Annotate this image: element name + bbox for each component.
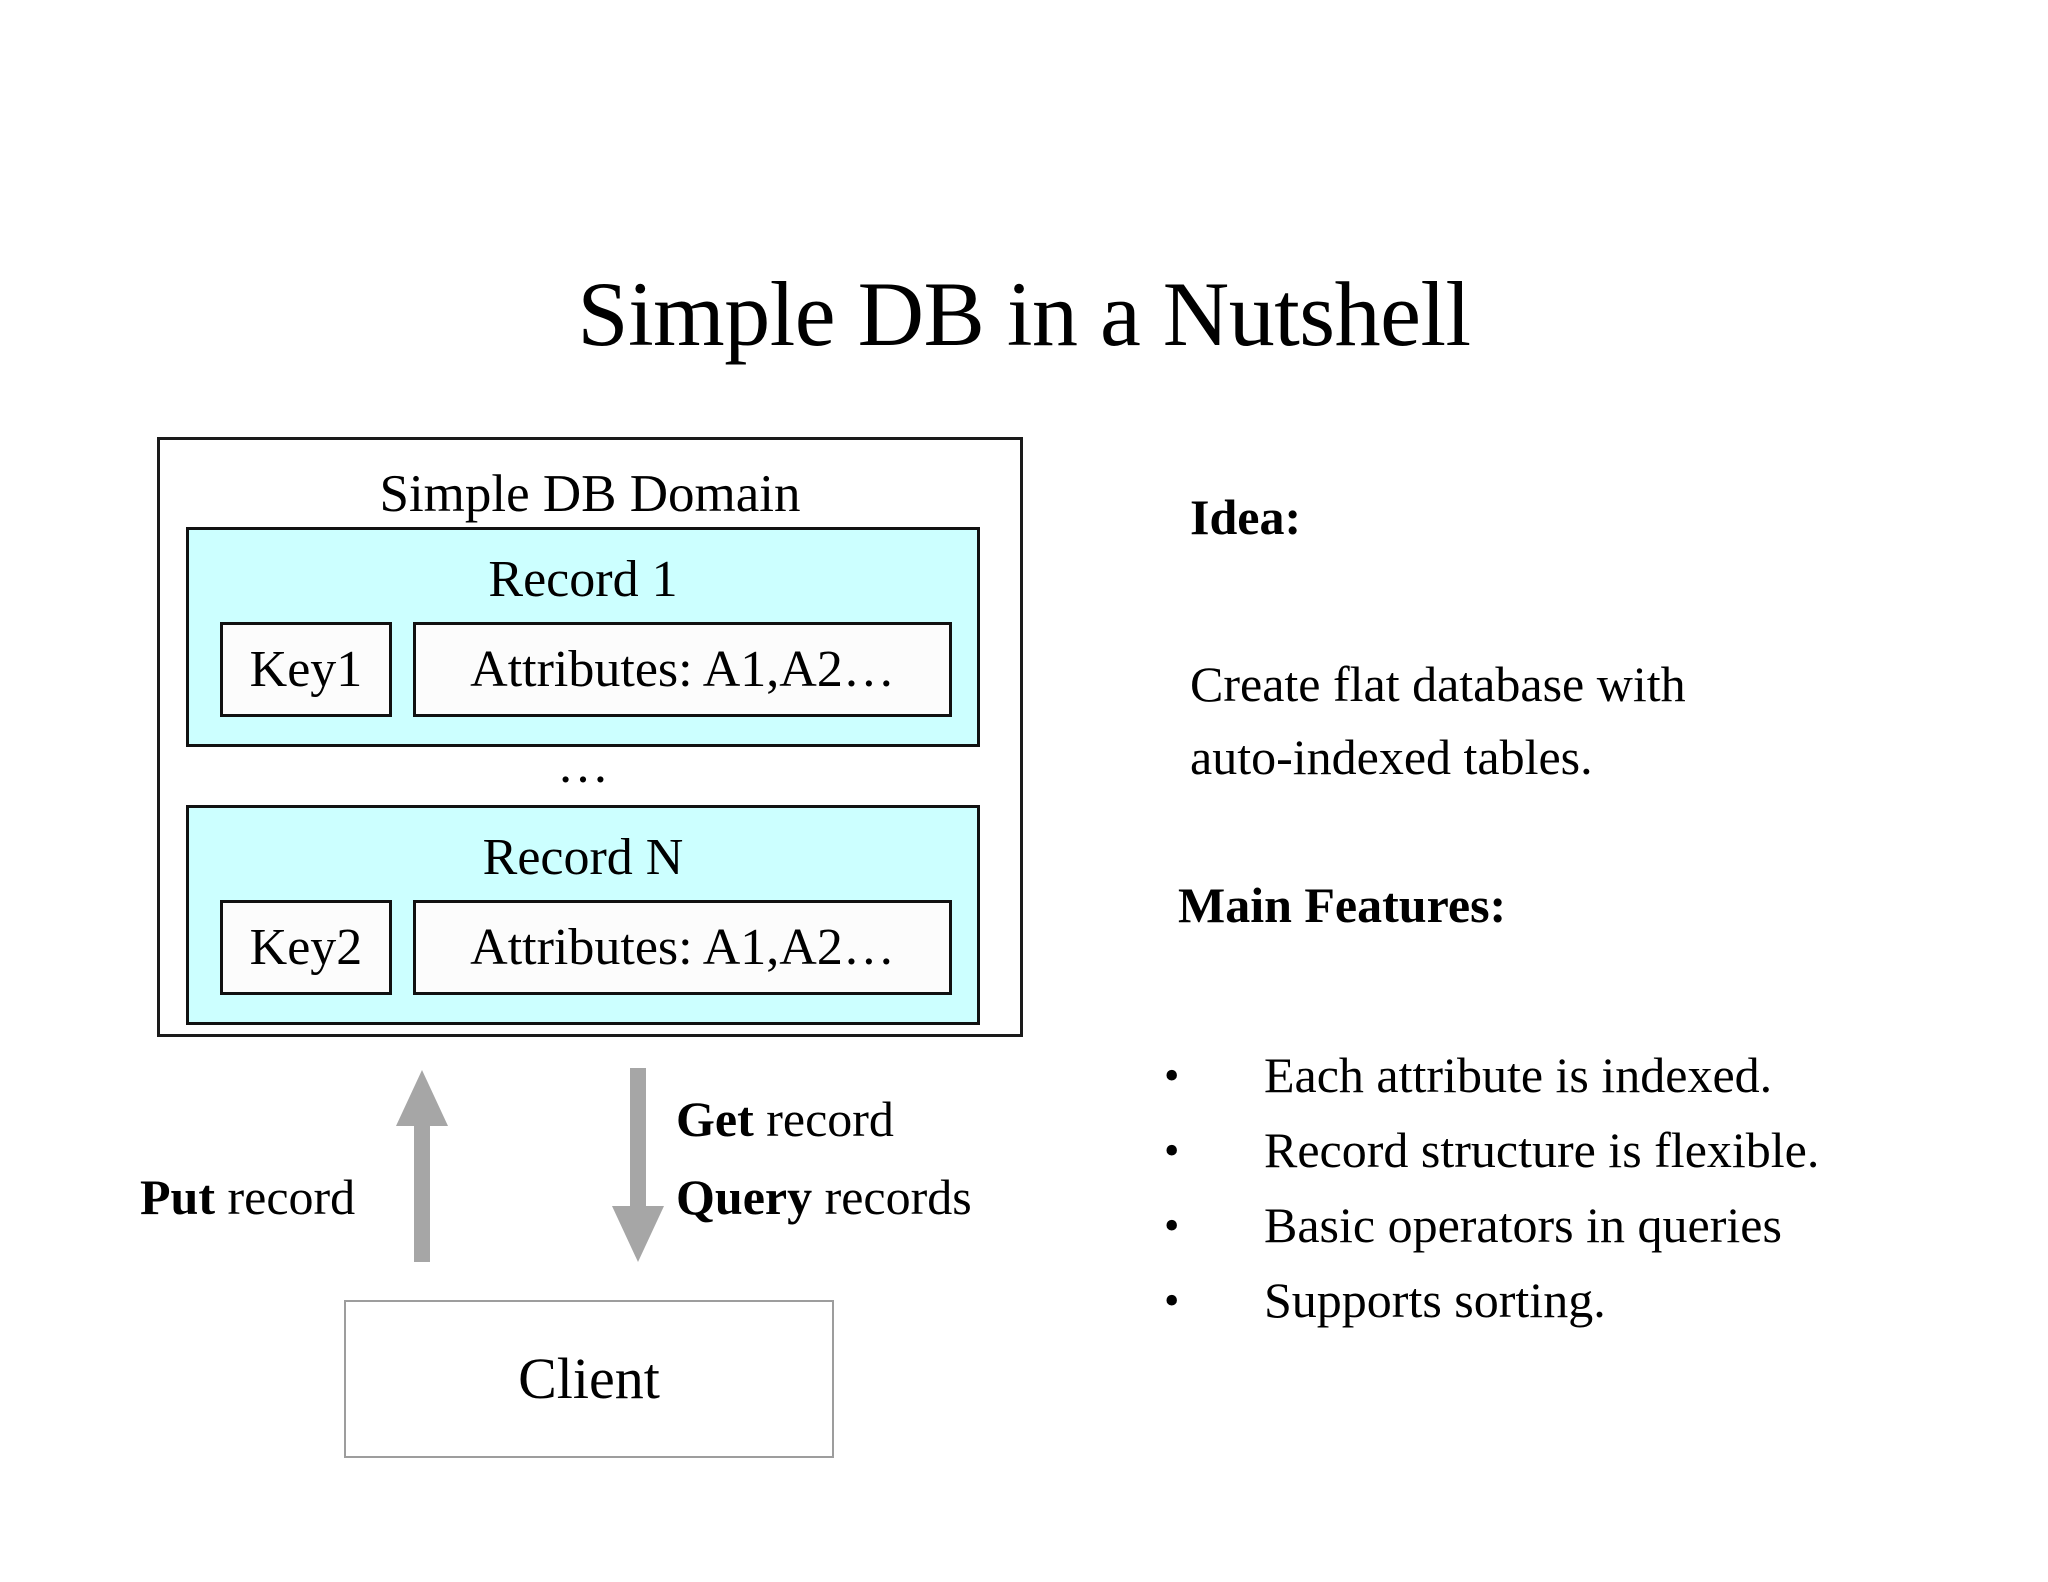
get-keyword: Get xyxy=(676,1091,754,1147)
record-title-1: Record 1 xyxy=(488,551,678,608)
idea-line-2: auto-indexed tables. xyxy=(1190,729,1593,785)
put-arrow-up-icon xyxy=(396,1070,448,1262)
record-key-box-n: Key2 xyxy=(220,900,392,995)
records-ellipsis: … xyxy=(557,737,609,794)
feature-text-1: Each attribute is indexed. xyxy=(1264,1047,1773,1103)
bullet-icon: • xyxy=(1164,1276,1180,1325)
record-key-box-1: Key1 xyxy=(220,622,392,717)
bullet-icon: • xyxy=(1164,1201,1180,1250)
record-box-1: Record 1 Key1 Attributes: A1,A2… xyxy=(186,527,980,747)
record-attributes-label-n: Attributes: A1,A2… xyxy=(470,918,895,976)
list-item: • Each attribute is indexed. xyxy=(1164,1038,1994,1113)
record-key-label-n: Key2 xyxy=(249,918,363,976)
get-record-rest: record xyxy=(753,1091,894,1147)
client-label: Client xyxy=(518,1346,660,1411)
idea-line-1: Create flat database with xyxy=(1190,656,1686,712)
bullet-icon: • xyxy=(1164,1051,1180,1100)
record-key-label-1: Key1 xyxy=(249,640,363,698)
feature-text-4: Supports sorting. xyxy=(1264,1272,1606,1328)
get-record-label: Get record xyxy=(676,1094,894,1144)
client-box: Client xyxy=(344,1300,834,1458)
record-box-n: Record N Key2 Attributes: A1,A2… xyxy=(186,805,980,1025)
record-attributes-box-n: Attributes: A1,A2… xyxy=(413,900,952,995)
list-item: • Supports sorting. xyxy=(1164,1263,1994,1338)
record-attributes-label-1: Attributes: A1,A2… xyxy=(470,640,895,698)
page-title: Simple DB in a Nutshell xyxy=(577,263,1471,365)
idea-body: Create flat database with auto-indexed t… xyxy=(1190,648,1990,794)
put-record-rest: record xyxy=(215,1169,356,1225)
main-features-heading: Main Features: xyxy=(1178,877,1507,933)
get-arrow-down-icon xyxy=(612,1068,664,1262)
record-title-n: Record N xyxy=(482,829,684,886)
feature-text-3: Basic operators in queries xyxy=(1264,1197,1782,1253)
list-item: • Basic operators in queries xyxy=(1164,1188,1994,1263)
put-keyword: Put xyxy=(140,1169,215,1225)
query-records-rest: records xyxy=(812,1169,972,1225)
put-record-label: Put record xyxy=(140,1172,355,1222)
query-keyword: Query xyxy=(676,1169,813,1225)
query-records-label: Query records xyxy=(676,1172,972,1222)
feature-text-2: Record structure is flexible. xyxy=(1264,1122,1820,1178)
record-attributes-box-1: Attributes: A1,A2… xyxy=(413,622,952,717)
list-item: • Record structure is flexible. xyxy=(1164,1113,1994,1188)
idea-heading: Idea: xyxy=(1190,489,1302,545)
main-features-list: • Each attribute is indexed. • Record st… xyxy=(1164,1038,1994,1338)
bullet-icon: • xyxy=(1164,1126,1180,1175)
simple-db-domain-label: Simple DB Domain xyxy=(379,465,801,523)
